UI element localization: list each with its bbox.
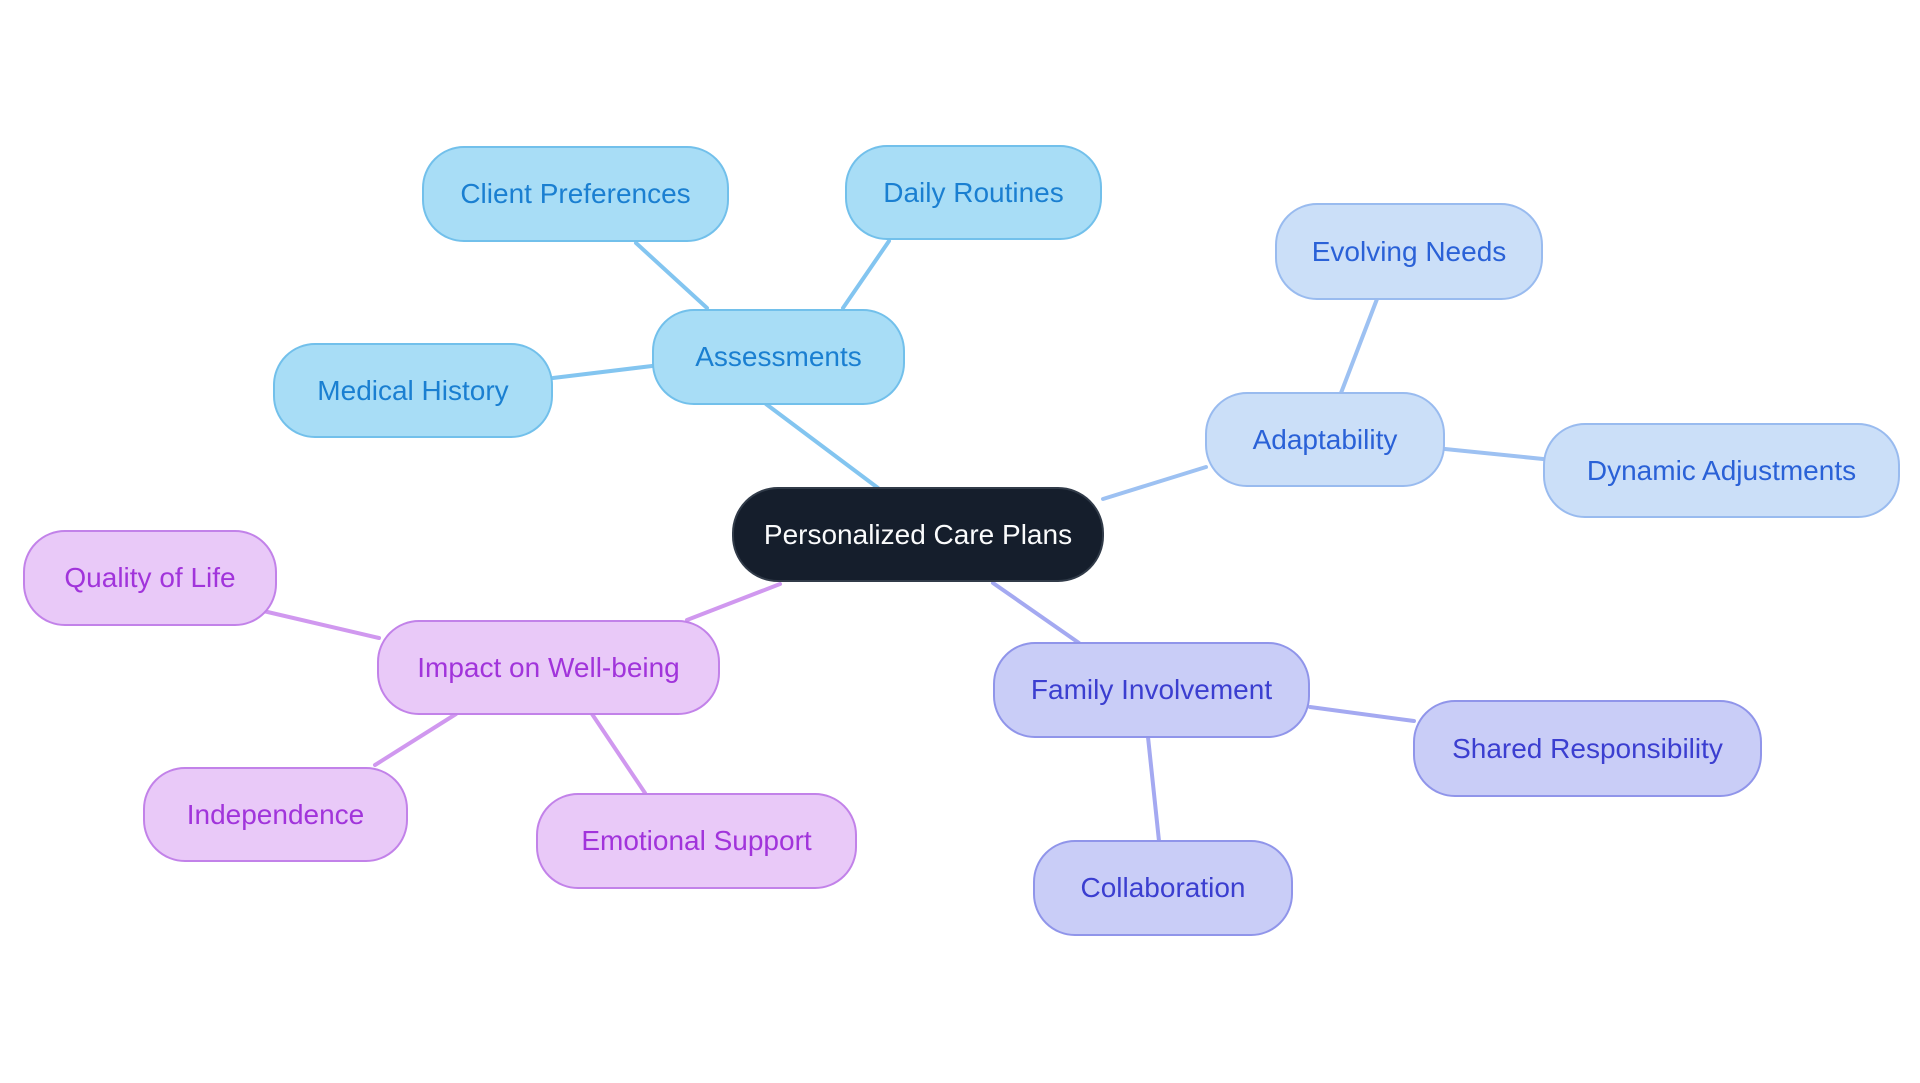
node-shared-responsibility[interactable]: Shared Responsibility (1413, 700, 1762, 797)
node-adaptability[interactable]: Adaptability (1205, 392, 1445, 487)
node-evolving-needs[interactable]: Evolving Needs (1275, 203, 1543, 300)
edge-evolving-needs-adaptability (1339, 297, 1379, 395)
node-independence[interactable]: Independence (143, 767, 408, 862)
edge-impact-on-well-being-emotional-support (590, 712, 647, 795)
edge-medical-history-assessments (551, 364, 654, 380)
node-client-preferences[interactable]: Client Preferences (422, 146, 729, 242)
node-emotional-support[interactable]: Emotional Support (536, 793, 857, 889)
edge-daily-routines-assessments (841, 239, 891, 310)
edge-client-preferences-assessments (634, 241, 709, 310)
node-assessments[interactable]: Assessments (652, 309, 905, 405)
edge-assessments-central (764, 402, 880, 490)
edge-central-adaptability (1101, 465, 1208, 501)
edge-quality-of-life-impact-on-well-being (257, 608, 381, 640)
node-quality-of-life[interactable]: Quality of Life (23, 530, 277, 626)
node-daily-routines[interactable]: Daily Routines (845, 145, 1102, 240)
node-dynamic-adjustments[interactable]: Dynamic Adjustments (1543, 423, 1900, 518)
node-medical-history[interactable]: Medical History (273, 343, 553, 438)
node-impact-on-well-being[interactable]: Impact on Well-being (377, 620, 720, 715)
edge-family-involvement-shared-responsibility (1308, 705, 1416, 723)
edge-impact-on-well-being-independence (373, 712, 458, 767)
node-family-involvement[interactable]: Family Involvement (993, 642, 1310, 738)
edge-central-impact-on-well-being (685, 582, 782, 622)
edge-family-involvement-collaboration (1146, 735, 1161, 843)
edge-adaptability-dynamic-adjustments (1443, 447, 1545, 461)
edge-central-family-involvement (991, 581, 1081, 645)
node-central[interactable]: Personalized Care Plans (732, 487, 1104, 582)
node-collaboration[interactable]: Collaboration (1033, 840, 1293, 936)
